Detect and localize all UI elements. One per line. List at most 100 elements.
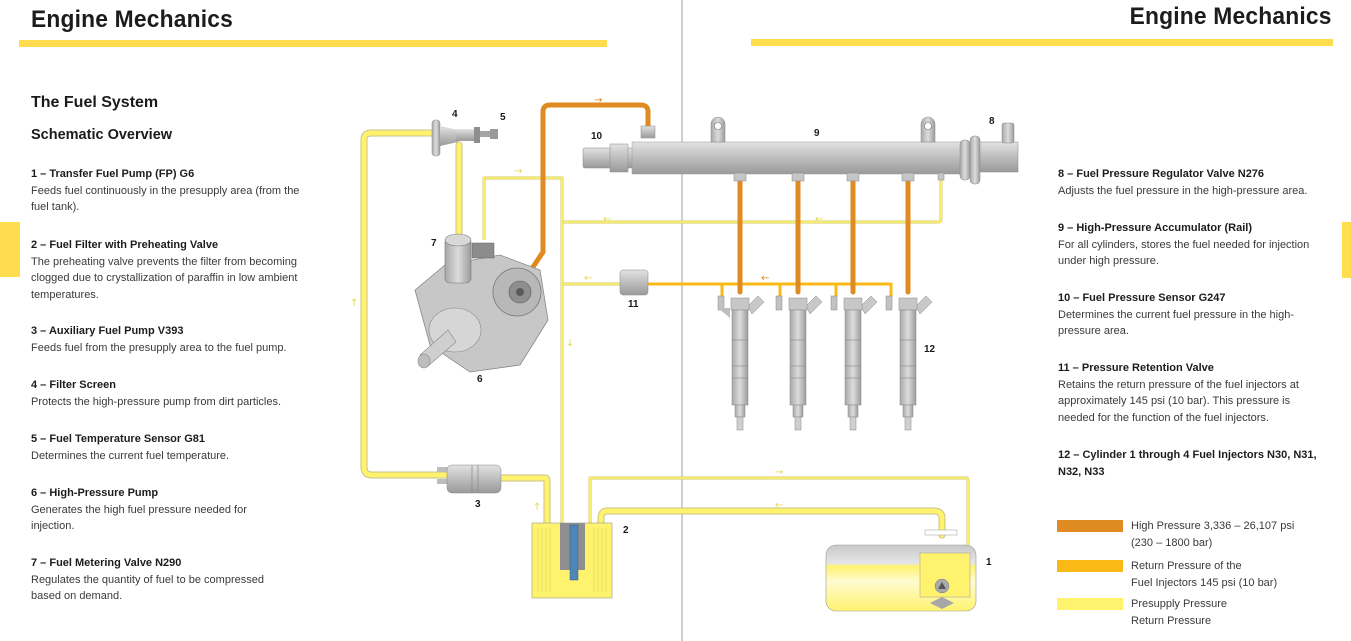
- legend-label-line: Presupply Pressure: [1131, 598, 1227, 610]
- component-text: For all cylinders, stores the fuel neede…: [1058, 238, 1310, 268]
- component-desc-6: 6 – High-Pressure Pump Generates the hig…: [31, 485, 276, 535]
- component-text: Protects the high-pressure pump from dir…: [31, 395, 282, 408]
- arrow-left-icon: ←: [775, 500, 783, 511]
- label-11: 11: [628, 299, 639, 310]
- injector-2: [775, 295, 823, 431]
- label-8: 8: [989, 116, 995, 127]
- legend-label: Return Pressure of the Fuel Injectors 14…: [1131, 558, 1341, 591]
- page-gutter-divider: [681, 0, 683, 641]
- legend-swatch: [1057, 560, 1123, 572]
- arrow-right-icon: →: [514, 166, 522, 177]
- arrow-left-icon: ←: [815, 214, 823, 225]
- arrow-left-icon: ←: [603, 214, 611, 225]
- arrow-up-icon: ↑: [533, 502, 541, 513]
- component-desc-3: 3 – Auxiliary Fuel Pump V393 Feeds fuel …: [31, 323, 321, 356]
- label-7: 7: [431, 238, 437, 249]
- legend-label-line: Return Pressure: [1131, 614, 1212, 627]
- page-title-right: Engine Mechanics: [1130, 3, 1332, 30]
- high-pressure-lines: [530, 102, 911, 295]
- header-rule-left: [19, 40, 607, 47]
- component-desc-5: 5 – Fuel Temperature Sensor G81 Determin…: [31, 431, 316, 464]
- label-3: 3: [475, 499, 481, 510]
- legend-swatch: [1057, 520, 1123, 532]
- component-text: Retains the return pressure of the fuel …: [1058, 378, 1299, 424]
- pressure-retention-valve-component: [619, 269, 649, 296]
- arrow-left-icon: ←: [761, 273, 769, 284]
- high-pressure-pump-component: [414, 233, 549, 373]
- filter-screen-component: [431, 119, 474, 157]
- legend-label: Presupply Pressure Return Pressure: [1131, 596, 1341, 629]
- injector-4: [885, 295, 933, 431]
- legend-label: High Pressure 3,336 – 26,107 psi (230 – …: [1131, 518, 1341, 551]
- component-heading: 8 – Fuel Pressure Regulator Valve N276: [1058, 168, 1265, 180]
- arrow-right-icon: →: [594, 95, 602, 106]
- component-heading: 10 – Fuel Pressure Sensor G247: [1058, 292, 1226, 304]
- fuel-rail-component: [582, 116, 963, 182]
- component-desc-8: 8 – Fuel Pressure Regulator Valve N276 A…: [1058, 166, 1343, 199]
- component-desc-10: 10 – Fuel Pressure Sensor G247 Determine…: [1058, 290, 1318, 340]
- section-title: The Fuel System: [31, 94, 159, 111]
- component-heading: 6 – High-Pressure Pump: [31, 487, 159, 499]
- component-desc-7: 7 – Fuel Metering Valve N290 Regulates t…: [31, 555, 291, 605]
- page-edge-tab-right: [1342, 222, 1351, 278]
- component-desc-9: 9 – High-Pressure Accumulator (Rail) For…: [1058, 220, 1333, 270]
- arrow-up-icon: ↑: [350, 298, 358, 309]
- page-title-left: Engine Mechanics: [31, 6, 233, 33]
- label-10: 10: [591, 131, 603, 142]
- component-heading: 9 – High-Pressure Accumulator (Rail): [1058, 222, 1252, 234]
- component-text: Feeds fuel continuously in the presupply…: [31, 184, 300, 214]
- return-lines: [482, 176, 970, 570]
- component-text: Determines the current fuel temperature.: [31, 449, 230, 462]
- pressure-regulator-component: [959, 122, 1019, 185]
- presupply-lines: [360, 129, 946, 539]
- arrow-left-icon: ←: [584, 273, 592, 284]
- component-desc-2: 2 – Fuel Filter with Preheating Valve Th…: [31, 237, 306, 303]
- component-heading: 5 – Fuel Temperature Sensor G81: [31, 433, 206, 445]
- fuel-tank-component: [825, 529, 977, 612]
- component-heading: 2 – Fuel Filter with Preheating Valve: [31, 239, 219, 251]
- injectors-component: [717, 295, 933, 431]
- legend-swatch: [1057, 598, 1123, 610]
- injector-return-lines: [648, 282, 893, 297]
- temp-sensor-component: [474, 127, 498, 143]
- component-desc-4: 4 – Filter Screen Protects the high-pres…: [31, 377, 321, 410]
- component-number-labels: 4 5 10 9 8 7 6 11 12 3 2 1: [431, 109, 995, 568]
- flow-arrows: → → ← ← ← ← → ← ↑ ↓ ↑: [350, 95, 823, 513]
- component-text: Adjusts the fuel pressure in the high-pr…: [1058, 184, 1308, 197]
- section-subtitle: Schematic Overview: [31, 127, 173, 143]
- label-2: 2: [623, 525, 629, 536]
- fuel-filter-component: [531, 522, 613, 599]
- page-edge-tab-left: [0, 222, 20, 277]
- component-heading: 3 – Auxiliary Fuel Pump V393: [31, 325, 184, 337]
- component-text: Determines the current fuel pressure in …: [1058, 308, 1295, 338]
- legend-label-line: Return Pressure of the: [1131, 560, 1242, 572]
- component-text: Generates the high fuel pressure needed …: [31, 503, 247, 533]
- legend-label-line: (230 – 1800 bar): [1131, 536, 1213, 549]
- component-desc-11: 11 – Pressure Retention Valve Retains th…: [1058, 360, 1318, 426]
- component-text: The preheating valve prevents the filter…: [31, 255, 298, 301]
- label-9: 9: [814, 128, 820, 139]
- header-rule-right: [751, 39, 1333, 46]
- injector-1: [717, 295, 765, 431]
- component-desc-12: 12 – Cylinder 1 through 4 Fuel Injectors…: [1058, 447, 1318, 480]
- injector-3: [830, 295, 878, 431]
- component-text: Regulates the quantity of fuel to be com…: [31, 573, 264, 603]
- label-5: 5: [500, 112, 506, 123]
- legend-label-line: Fuel Injectors 145 psi (10 bar): [1131, 576, 1278, 589]
- arrow-down-icon: ↓: [566, 338, 574, 349]
- label-6: 6: [477, 374, 483, 385]
- label-12: 12: [924, 344, 936, 355]
- component-heading: 4 – Filter Screen: [31, 379, 116, 391]
- component-heading: 11 – Pressure Retention Valve: [1058, 362, 1214, 374]
- component-heading: 12 – Cylinder 1 through 4 Fuel Injectors…: [1058, 449, 1317, 478]
- component-heading: 1 – Transfer Fuel Pump (FP) G6: [31, 168, 195, 180]
- arrow-right-icon: →: [775, 467, 783, 478]
- component-desc-1: 1 – Transfer Fuel Pump (FP) G6 Feeds fue…: [31, 166, 316, 216]
- label-4: 4: [452, 109, 458, 120]
- label-1: 1: [986, 557, 992, 568]
- legend-label-line: High Pressure 3,336 – 26,107 psi: [1131, 520, 1295, 532]
- component-text: Feeds fuel from the presupply area to th…: [31, 341, 287, 354]
- auxiliary-pump-component: [437, 464, 502, 494]
- component-heading: 7 – Fuel Metering Valve N290: [31, 557, 182, 569]
